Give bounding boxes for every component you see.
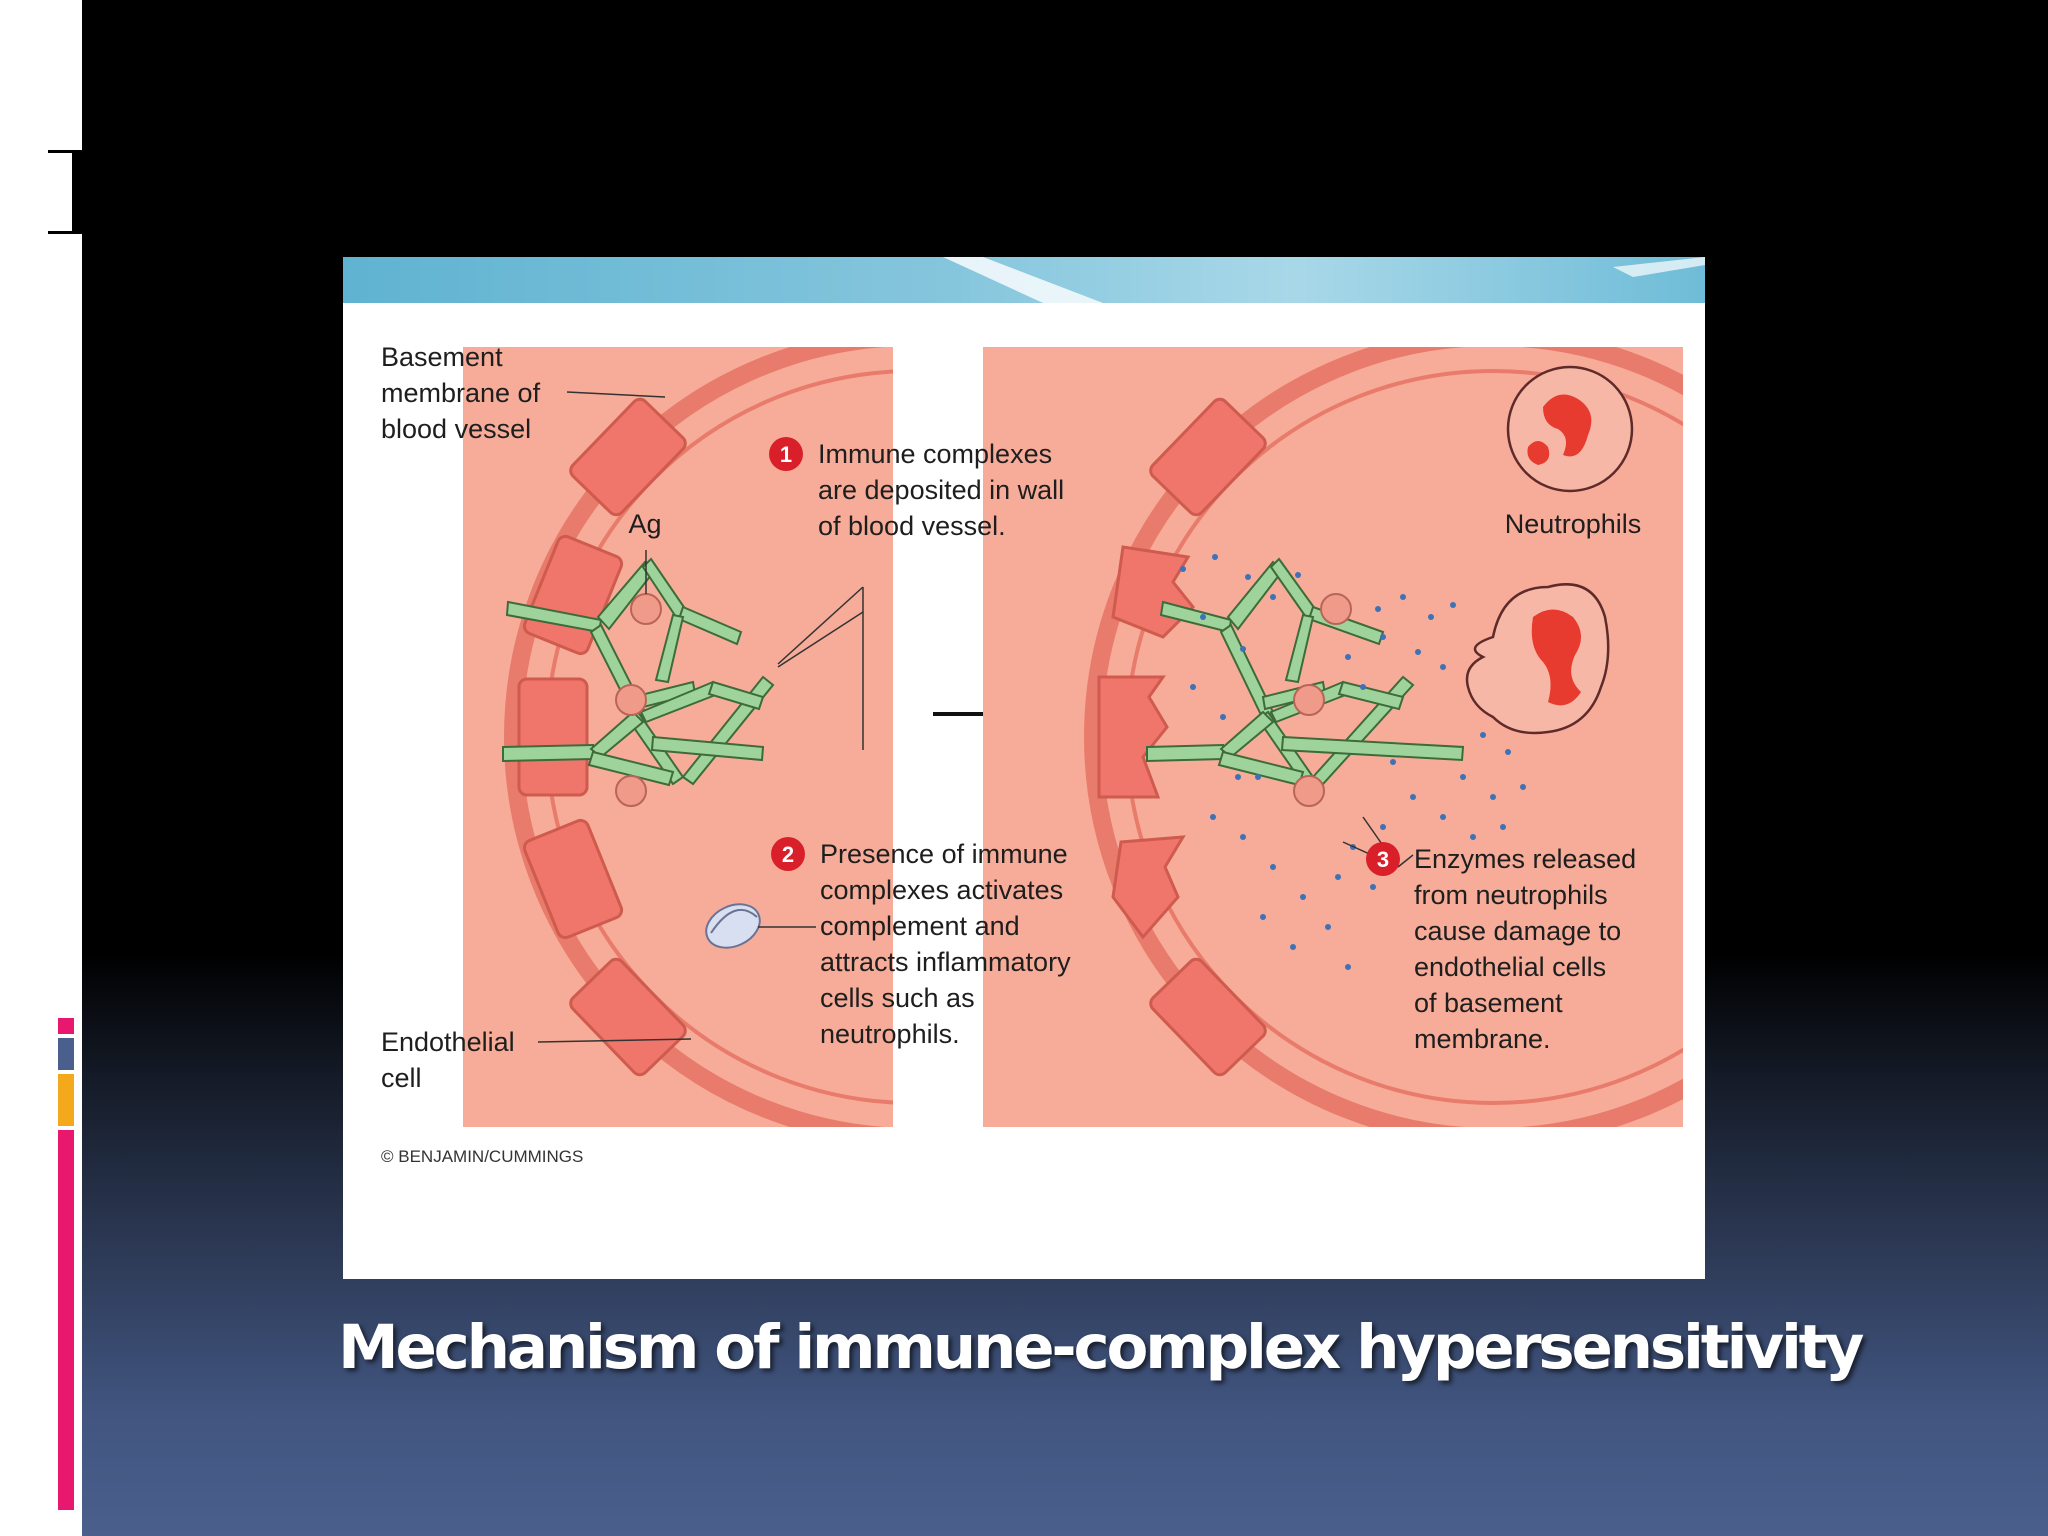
step-badge-icon xyxy=(1366,842,1400,876)
svg-text:complexes activates: complexes activates xyxy=(820,875,1063,905)
svg-text:Basement: Basement xyxy=(381,342,503,372)
svg-text:membrane.: membrane. xyxy=(1414,1024,1551,1054)
basement-label: Basement membrane of blood vessel xyxy=(381,342,541,444)
neutrophil-icon xyxy=(1506,365,1634,493)
step-3-text: Enzymes released from neutrophils cause … xyxy=(1414,844,1636,1054)
svg-text:cause damage to: cause damage to xyxy=(1414,916,1621,946)
step-1-number: 1 xyxy=(780,442,792,467)
svg-text:Immune complexes: Immune complexes xyxy=(818,439,1052,469)
svg-text:attracts inflammatory: attracts inflammatory xyxy=(820,947,1071,977)
immune-complex-left xyxy=(502,557,775,787)
enzyme-dots xyxy=(1180,554,1526,970)
svg-text:membrane of: membrane of xyxy=(381,378,541,408)
svg-text:from neutrophils: from neutrophils xyxy=(1414,880,1608,910)
step-badge-icon xyxy=(769,437,803,471)
immune-complex-diagram: 1 2 3 Basement membrane of blood vessel … xyxy=(381,257,1705,1166)
svg-text:blood vessel: blood vessel xyxy=(381,414,531,444)
antigen-left xyxy=(615,593,662,807)
immune-complex-right xyxy=(1146,557,1465,787)
endothelial-label: Endothelial cell xyxy=(381,1027,515,1093)
credit-text: © BENJAMIN/CUMMINGS xyxy=(381,1147,583,1166)
step-2-number: 2 xyxy=(782,842,794,867)
ag-label: Ag xyxy=(628,509,661,539)
step-badge-icon xyxy=(771,837,805,871)
svg-text:cells such as: cells such as xyxy=(820,983,975,1013)
svg-text:neutrophils.: neutrophils. xyxy=(820,1019,960,1049)
antigen-right xyxy=(1293,593,1352,807)
band-streak xyxy=(943,257,1103,303)
step-badge-2: 2 xyxy=(771,837,805,871)
band-streak-2 xyxy=(1613,257,1705,277)
svg-text:of blood vessel.: of blood vessel. xyxy=(818,511,1006,541)
left-panel xyxy=(463,347,893,1127)
step-badge-1: 1 xyxy=(769,437,803,471)
svg-text:endothelial cells: endothelial cells xyxy=(1414,952,1606,982)
step-badge-3: 3 xyxy=(1366,842,1400,876)
neutrophils-label: Neutrophils xyxy=(1505,509,1642,539)
step-3-number: 3 xyxy=(1377,847,1389,872)
figure-panel: 1 2 3 Basement membrane of blood vessel … xyxy=(343,257,1705,1279)
svg-text:complement and: complement and xyxy=(820,911,1020,941)
step-2-text: Presence of immune complexes activates c… xyxy=(820,839,1071,1049)
svg-text:of basement: of basement xyxy=(1414,988,1563,1018)
slide-title: Mechanism of immune-complex hypersensiti… xyxy=(338,1312,1864,1383)
svg-text:Enzymes released: Enzymes released xyxy=(1414,844,1636,874)
step-1-text: Immune complexes are deposited in wall o… xyxy=(818,439,1064,541)
svg-text:cell: cell xyxy=(381,1063,422,1093)
svg-text:Presence of immune: Presence of immune xyxy=(820,839,1068,869)
svg-text:are deposited in wall: are deposited in wall xyxy=(818,475,1064,505)
endothelial-cells xyxy=(517,397,687,1077)
svg-text:Endothelial: Endothelial xyxy=(381,1027,515,1057)
neutrophil-icon xyxy=(1465,583,1610,735)
complement-icon xyxy=(705,903,761,949)
